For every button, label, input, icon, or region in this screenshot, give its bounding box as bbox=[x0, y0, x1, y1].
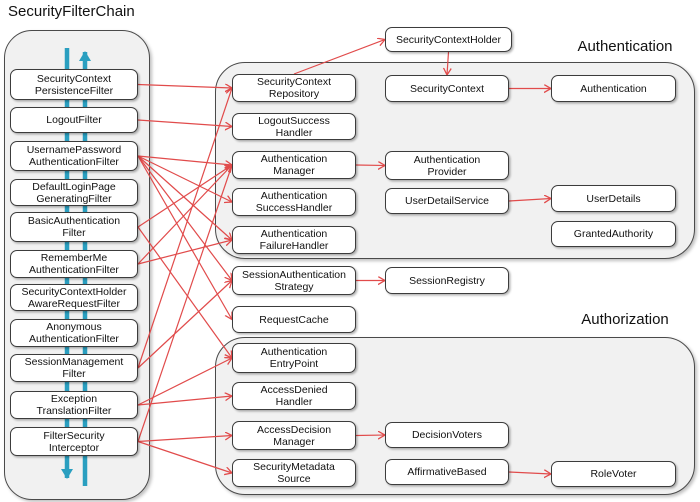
node-defaultloginpage-generatingfilter: DefaultLoginPage GeneratingFilter bbox=[10, 179, 138, 206]
edge-basicf-aep bbox=[137, 226, 232, 358]
node-authentication-provider: Authentication Provider bbox=[385, 151, 509, 180]
node-securitycontext: SecurityContext bbox=[385, 75, 509, 102]
node-securitycontextholder-awarerequestfilter: SecurityContextHolder AwareRequestFilter bbox=[10, 284, 138, 311]
node-securitymetadata-source: SecurityMetadata Source bbox=[232, 459, 356, 487]
node-sessionmanagement-filter: SessionManagement Filter bbox=[10, 354, 138, 382]
node-userdetailservice: UserDetailService bbox=[385, 188, 509, 214]
node-filtersecurity-interceptor: FilterSecurity Interceptor bbox=[10, 427, 138, 456]
node-affirmativebased: AffirmativeBased bbox=[385, 459, 509, 485]
authentication-group-title: Authentication bbox=[577, 38, 673, 55]
node-logoutsuccess-handler: LogoutSuccess Handler bbox=[232, 113, 356, 140]
node-grantedauthority: GrantedAuthority bbox=[551, 221, 676, 247]
node-requestcache: RequestCache bbox=[232, 306, 356, 333]
authorization-group-title: Authorization bbox=[581, 311, 669, 328]
node-decisionvoters: DecisionVoters bbox=[385, 422, 509, 448]
node-securitycontextholder: SecurityContextHolder bbox=[385, 27, 512, 52]
node-authentication-entrypoint: Authentication EntryPoint bbox=[232, 343, 356, 373]
node-sessionregistry: SessionRegistry bbox=[385, 267, 509, 294]
node-anonymous-authenticationfilter: Anonymous AuthenticationFilter bbox=[10, 319, 138, 347]
node-logoutfilter: LogoutFilter bbox=[10, 107, 138, 133]
node-authentication-failurehandler: Authentication FailureHandler bbox=[232, 226, 356, 254]
node-usernamepassword-authenticationfilter: UsernamePassword AuthenticationFilter bbox=[10, 141, 138, 171]
node-rememberme-authenticationfilter: RememberMe AuthenticationFilter bbox=[10, 250, 138, 278]
node-userdetails: UserDetails bbox=[551, 185, 676, 212]
node-sessionauthentication-strategy: SessionAuthentication Strategy bbox=[232, 266, 356, 295]
node-accessdenied-handler: AccessDenied Handler bbox=[232, 382, 356, 410]
node-accessdecision-manager: AccessDecision Manager bbox=[232, 421, 356, 450]
node-authentication-manager: Authentication Manager bbox=[232, 151, 356, 179]
node-authentication: Authentication bbox=[551, 75, 676, 102]
node-exception-translationfilter: Exception TranslationFilter bbox=[10, 391, 138, 419]
filter-chain-title: SecurityFilterChain bbox=[8, 3, 135, 20]
node-basicauthentication-filter: BasicAuthentication Filter bbox=[10, 212, 138, 242]
node-securitycontext-repository: SecurityContext Repository bbox=[232, 74, 356, 102]
node-rolevoter: RoleVoter bbox=[551, 461, 676, 487]
node-securitycontext-persistencefilter: SecurityContext PersistenceFilter bbox=[10, 69, 138, 100]
node-authentication-successhandler: Authentication SuccessHandler bbox=[232, 188, 356, 216]
